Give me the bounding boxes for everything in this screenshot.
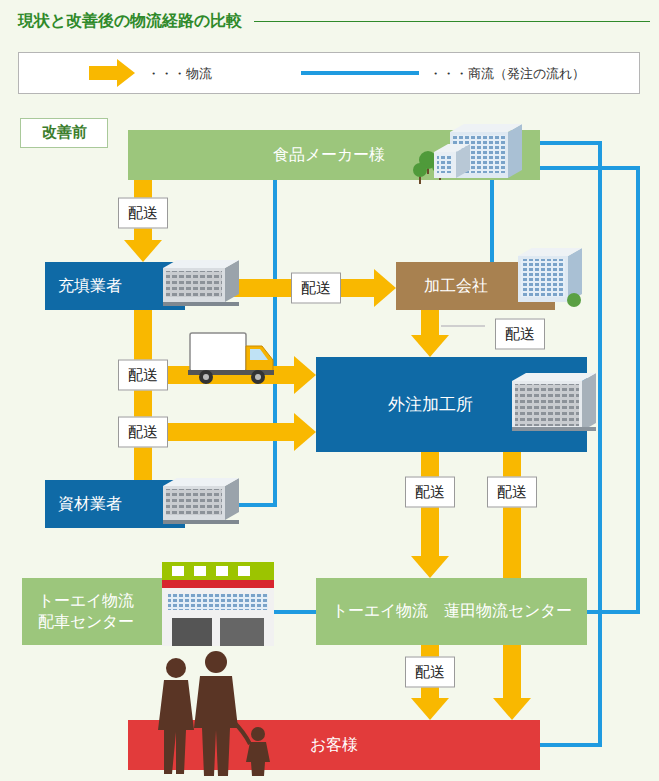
connector-path bbox=[265, 610, 316, 614]
connector-path bbox=[421, 310, 439, 336]
arrow-head bbox=[411, 556, 449, 578]
flow-arrow bbox=[185, 269, 396, 307]
logistics-center-box: トーエイ物流 蓮田物流センター bbox=[316, 578, 587, 645]
edge-label: 配送 bbox=[487, 477, 537, 508]
diagram-title: 現状と改善後の物流経路の比較 bbox=[18, 11, 242, 32]
node-label: 加工会社 bbox=[424, 276, 488, 297]
edge-label: 配送 bbox=[118, 198, 168, 229]
arrow-head bbox=[294, 356, 316, 394]
node-label: 外注加工所 bbox=[388, 393, 473, 415]
title-rule bbox=[254, 21, 650, 22]
legend-box: ・・・物流 ・・・商流（発注の流れ） bbox=[18, 52, 640, 94]
edge-label: 配送 bbox=[118, 360, 168, 391]
leader-line bbox=[441, 325, 485, 327]
arrow-head bbox=[493, 698, 531, 720]
arrow-head bbox=[411, 698, 449, 720]
arrow-head bbox=[374, 269, 396, 307]
connector-path bbox=[490, 180, 494, 262]
processor-box: 加工会社 bbox=[396, 262, 555, 310]
legend-arrow-sample bbox=[89, 59, 139, 87]
arrow-head bbox=[124, 240, 162, 262]
truck-illustration bbox=[188, 333, 274, 384]
node-label: 資材業者 bbox=[58, 494, 122, 515]
flow-arrow bbox=[143, 413, 316, 480]
connector-path bbox=[185, 180, 275, 505]
dispatch-center-box: トーエイ物流 配車センター bbox=[22, 578, 265, 645]
node-label: 改善前 bbox=[42, 123, 87, 143]
edge-label: 配送 bbox=[405, 657, 455, 688]
flow-arrow bbox=[411, 310, 449, 357]
node-label: トーエイ物流 配車センター bbox=[38, 591, 150, 633]
edge-label: 配送 bbox=[291, 273, 341, 304]
supplier-box: 資材業者 bbox=[45, 480, 185, 528]
node-label: お客様 bbox=[310, 735, 358, 756]
connector-path bbox=[185, 279, 375, 297]
customer-band: お客様 bbox=[128, 720, 540, 770]
edge-label: 配送 bbox=[118, 417, 168, 448]
supplier-box: 充填業者 bbox=[45, 262, 185, 310]
order-line bbox=[492, 180, 493, 262]
arrow-head bbox=[411, 335, 449, 357]
legend-text: ・・・物流 bbox=[147, 65, 212, 83]
edge-label: 配送 bbox=[405, 477, 455, 508]
flow-arrow bbox=[143, 310, 316, 394]
edge-label: 配送 bbox=[495, 319, 545, 350]
legend-text: ・・・商流（発注の流れ） bbox=[429, 65, 585, 83]
node-label: トーエイ物流 蓮田物流センター bbox=[332, 601, 572, 622]
factory-box: 外注加工所 bbox=[316, 357, 587, 452]
flow-arrow bbox=[411, 452, 449, 578]
node-label: 食品メーカー様 bbox=[273, 145, 385, 166]
order-line bbox=[265, 612, 316, 613]
legend-line-sample bbox=[301, 59, 421, 87]
arrow-head bbox=[294, 413, 316, 451]
section-tag: 改善前 bbox=[20, 118, 108, 148]
node-label: 充填業者 bbox=[58, 276, 122, 297]
order-line bbox=[185, 180, 275, 505]
maker-band: 食品メーカー様 bbox=[128, 130, 540, 180]
